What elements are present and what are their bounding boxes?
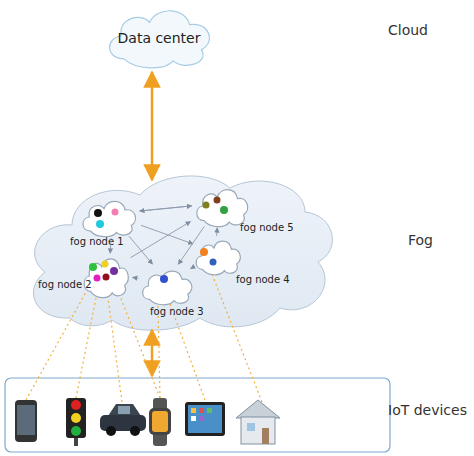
node-link [133,277,139,278]
layer-label: IoT devices [388,402,467,418]
node-label: fog node 4 [236,274,290,285]
cloud-outline [192,236,244,276]
fog-node: fog node 1 [78,196,140,238]
iot-box [5,378,390,452]
node-label: fog node 3 [150,306,204,317]
tablet-icon [185,402,225,436]
fog-cloud [33,176,332,330]
node-link [129,236,153,264]
cloud-node: Data center [100,2,218,70]
car-icon [100,404,146,436]
phone-icon [15,400,37,442]
node-link [131,222,191,258]
house-icon [236,400,280,444]
node-link [141,225,193,244]
cloud-outline [80,253,132,299]
node-link [191,266,195,268]
fog-iot-link [151,330,154,376]
node-label: fog node 5 [240,222,294,233]
layer-label: Cloud [388,22,428,38]
cloud-outline [192,184,252,228]
layer-label: Fog [408,232,433,248]
node-link [140,206,192,211]
cloud-outline [78,196,140,238]
node-link [216,228,218,236]
node-label: fog node 2 [38,279,92,290]
traffic-light-icon [66,398,86,446]
node-label: fog node 1 [70,236,124,247]
fog-node: fog node 4 [192,236,244,276]
fog-node: fog node 5 [192,184,252,228]
node-link [178,226,204,264]
cloud-title: Data center [100,30,218,46]
node-link [140,206,192,211]
fog-node: fog node 2 [80,253,132,299]
cloud-outline [138,266,196,306]
fog-node: fog node 3 [138,266,196,306]
node-link [110,238,112,253]
cloud-fog-link [151,72,154,180]
watch-icon [149,398,171,446]
